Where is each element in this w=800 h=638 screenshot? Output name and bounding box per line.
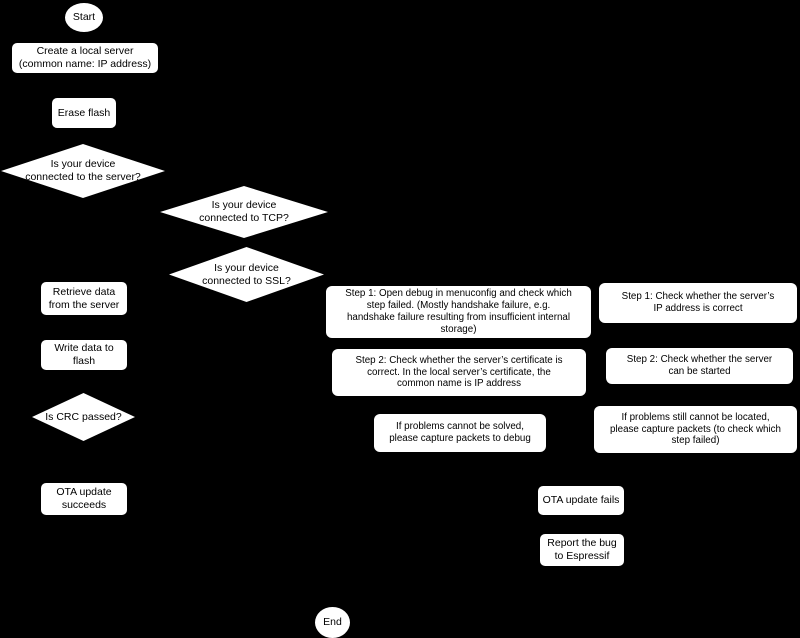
node-ota-update-fails: OTA update fails — [538, 486, 624, 515]
node-write-data-to-flash: Write data to flash — [41, 340, 127, 370]
node-report-bug-espressif: Report the bug to Espressif — [540, 534, 624, 566]
node-decision-connected-to-ssl: Is your device connected to SSL? — [169, 247, 324, 302]
node-start: Start — [65, 3, 103, 32]
node-tcp-debug-step1: Step 1: Check whether the server’s IP ad… — [599, 283, 797, 323]
node-erase-flash: Erase flash — [52, 98, 116, 128]
node-decision-connected-to-server: Is your device connected to the server? — [1, 144, 165, 198]
node-end: End — [315, 607, 350, 638]
node-tcp-capture-packets: If problems still cannot be located, ple… — [594, 406, 797, 453]
node-create-local-server: Create a local server (common name: IP a… — [12, 43, 158, 73]
node-decision-connected-to-tcp: Is your device connected to TCP? — [160, 186, 328, 238]
node-ssl-debug-step1: Step 1: Open debug in menuconfig and che… — [326, 286, 591, 338]
node-tcp-debug-step2: Step 2: Check whether the server can be … — [606, 348, 793, 384]
node-ota-update-succeeds: OTA update succeeds — [41, 483, 127, 515]
node-ssl-capture-packets: If problems cannot be solved, please cap… — [374, 414, 546, 452]
node-decision-crc-passed: Is CRC passed? — [32, 393, 135, 441]
node-retrieve-data: Retrieve data from the server — [41, 282, 127, 315]
node-ssl-debug-step2: Step 2: Check whether the server’s certi… — [332, 349, 586, 396]
